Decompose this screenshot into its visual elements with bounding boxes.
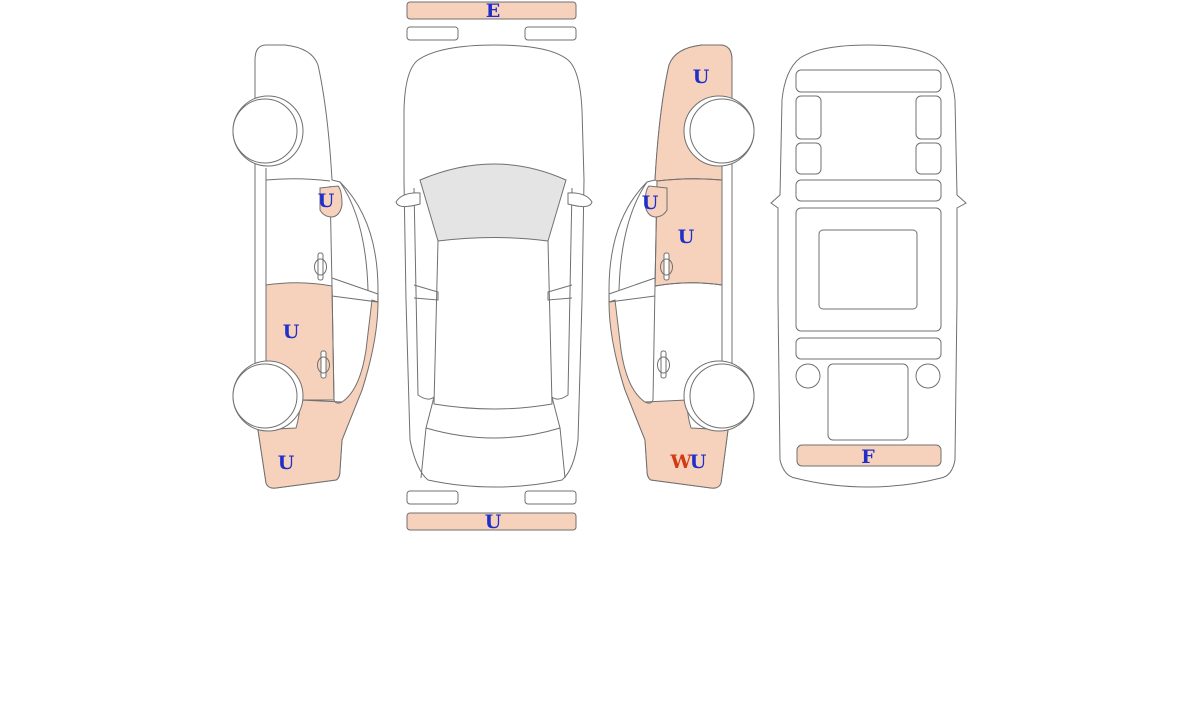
interior-seat-base-right [915,142,942,175]
top-mirror-right [567,192,593,208]
rear-light-right [524,490,577,505]
interior-front-seat-left [795,95,822,140]
left-rear-quarter-panel[interactable] [257,299,379,489]
code-rear-bumper: U [485,511,502,533]
left-front-door-handle [314,252,327,281]
right-front-wheel [689,98,755,164]
left-side-view [232,44,379,489]
right-rear-quarter-panel[interactable] [608,299,729,489]
interior-seat-base-left [795,142,822,175]
interior-front-bench [795,179,942,202]
interior-console [818,229,918,310]
code-right-front-fender: U [693,66,710,88]
interior-front-seat-right [915,95,942,140]
interior-rear-bench [795,337,942,360]
rear-bumper-panel[interactable] [406,512,577,531]
code-right-rear-quarter-u: U [690,451,707,473]
interior-dashboard [795,69,942,93]
interior-trunk [827,363,909,441]
top-body [403,44,585,488]
right-rear-door-handle [657,350,670,379]
left-front-wheel [232,98,298,164]
code-front-bumper: E [486,0,500,22]
left-rear-door-handle [317,350,330,379]
right-mirror-panel[interactable] [644,185,668,218]
code-right-rear-quarter-w: W [669,451,692,473]
code-left-mirror: U [318,190,335,212]
interior-wheel-well-left [795,363,821,389]
top-mirror-left [395,192,421,208]
right-rear-wheel [689,363,755,429]
code-left-rear-door: U [283,321,300,343]
interior-rear-panel[interactable] [796,444,942,467]
front-headlight-right [524,26,577,41]
right-side-view [608,44,755,489]
rear-light-left [406,490,459,505]
code-left-rear-quarter: U [278,452,295,474]
code-right-front-door: U [678,226,695,248]
left-rear-wheel [232,363,298,429]
damage-codes: E U F U U U U U U W U [278,0,876,533]
interior-view [770,44,967,488]
interior-wheel-well-right [915,363,941,389]
code-right-mirror: U [642,192,659,214]
front-bumper-panel[interactable] [406,1,577,20]
right-front-door-handle [660,252,673,281]
left-mirror-panel[interactable] [319,185,343,218]
top-view [395,44,593,488]
front-headlight-left [406,26,459,41]
top-windshield [419,163,567,242]
code-interior-rear-panel: F [861,446,875,468]
